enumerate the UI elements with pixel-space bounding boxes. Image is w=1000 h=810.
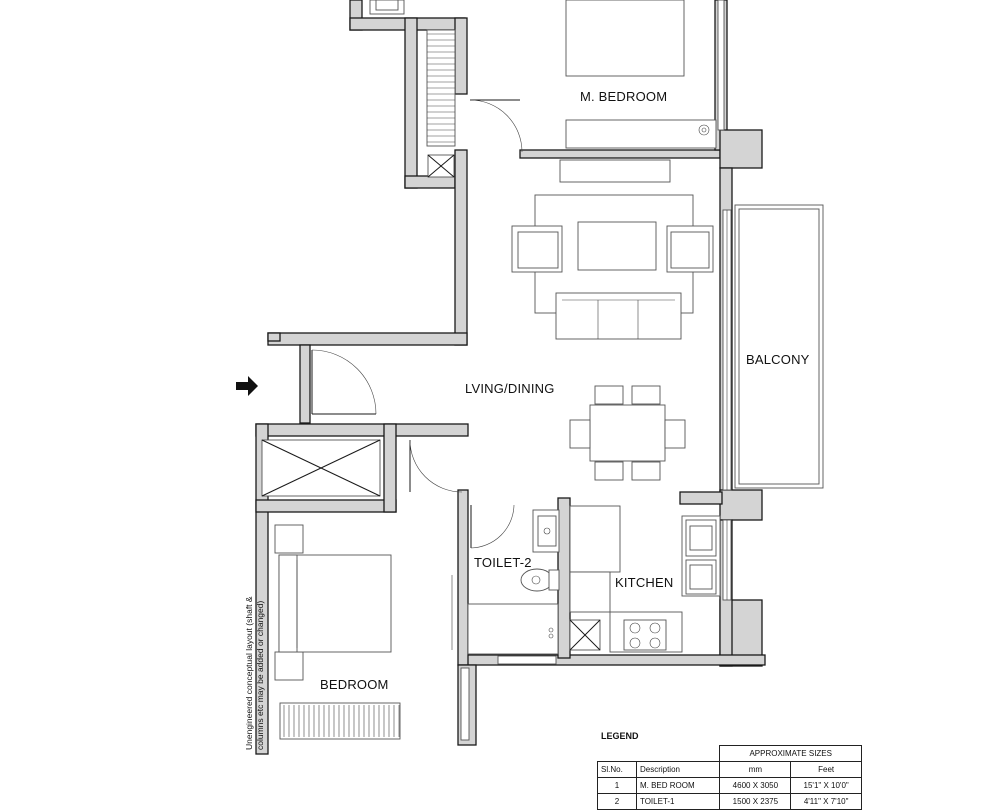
shaft-cross-icon <box>261 439 381 497</box>
stair-shaft <box>426 29 456 147</box>
col-description: Description <box>635 761 721 778</box>
bedroom-furniture <box>274 524 453 740</box>
room-label-master-bedroom: M. BEDROOM <box>580 89 667 104</box>
room-label-bedroom: BEDROOM <box>320 677 389 692</box>
disclaimer-note: Unengineered conceptual layout (shaft & … <box>244 596 265 750</box>
master-bedroom-furniture <box>559 0 717 183</box>
wc-icon <box>520 568 560 592</box>
legend: LEGEND APPROXIMATE SIZES Sl.No. Descript… <box>597 731 862 810</box>
shaft-cross-icon <box>427 154 455 178</box>
washbasin-icon <box>532 509 560 553</box>
hob-icon <box>623 619 667 651</box>
table-row: 1 M. BED ROOM 4600 X 3050 15'1" X 10'0" <box>597 777 862 794</box>
col-feet: Feet <box>790 761 862 778</box>
approx-sizes-header: APPROXIMATE SIZES <box>719 745 862 762</box>
cell-desc: M. BED ROOM <box>635 777 721 794</box>
room-label-toilet-2: TOILET-2 <box>474 555 532 570</box>
cell-feet: 15'1" X 10'0" <box>790 777 862 794</box>
entry-arrow-icon <box>236 376 258 396</box>
room-label-kitchen: KITCHEN <box>615 575 673 590</box>
col-slno: Sl.No. <box>597 761 637 778</box>
cell-desc: TOILET-1 <box>635 793 721 810</box>
legend-title: LEGEND <box>601 731 639 741</box>
sink-icon <box>685 519 717 595</box>
door-swing-icon <box>409 439 463 493</box>
door-swing-icon <box>311 349 377 415</box>
cell-mm: 1500 X 2375 <box>719 793 792 810</box>
windows <box>460 0 732 741</box>
washbasin-icon <box>369 0 405 15</box>
room-label-living-dining: LVING/DINING <box>465 381 555 396</box>
dining-set <box>569 385 686 481</box>
sofa-set <box>511 194 714 340</box>
cell-mm: 4600 X 3050 <box>719 777 792 794</box>
room-label-balcony: BALCONY <box>746 352 810 367</box>
door-swing-icon <box>470 504 515 549</box>
shaft-cross-icon <box>569 619 601 651</box>
legend-table: APPROXIMATE SIZES Sl.No. Description mm … <box>597 745 862 810</box>
col-mm: mm <box>719 761 792 778</box>
disclaimer-line-1: Unengineered conceptual layout (shaft & <box>244 596 254 750</box>
balcony-slab <box>734 204 824 489</box>
cell-no: 2 <box>597 793 637 810</box>
table-row: 2 TOILET-1 1500 X 2375 4'11" X 7'10" <box>597 793 862 810</box>
cell-feet: 4'11" X 7'10" <box>790 793 862 810</box>
cell-no: 1 <box>597 777 637 794</box>
disclaimer-line-2: columns etc may be added or changed) <box>255 601 265 750</box>
door-swing-icon <box>469 99 523 153</box>
shower-area <box>467 603 559 655</box>
